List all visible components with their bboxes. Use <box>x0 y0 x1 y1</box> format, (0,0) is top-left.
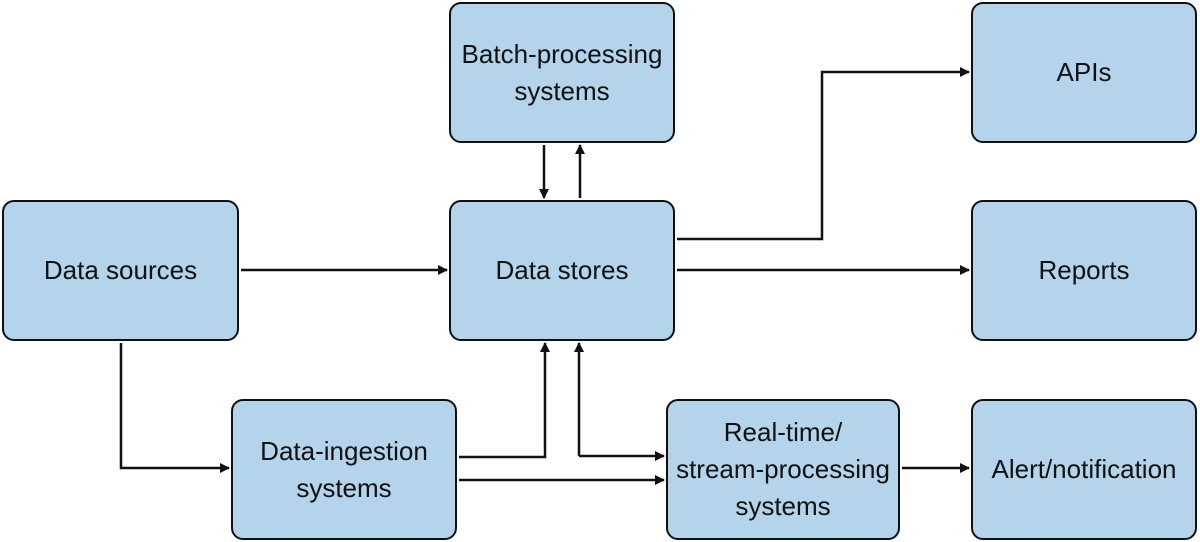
edge-stores-to-apis <box>677 67 970 241</box>
edge-sources-to-ingest <box>119 343 230 473</box>
node-data-stores: Data stores <box>449 200 675 341</box>
node-data-sources: Data sources <box>2 200 239 341</box>
node-alert-notification: Alert/notification <box>971 399 1197 540</box>
node-data-ingestion-systems: Data-ingestion systems <box>231 399 457 540</box>
node-reports: Reports <box>971 200 1197 341</box>
node-stream-processing-systems: Real-time/ stream-processing systems <box>666 399 900 540</box>
node-batch-processing-systems: Batch-processing systems <box>449 2 675 143</box>
edge-ingest-to-stores <box>459 342 550 459</box>
node-apis: APIs <box>971 2 1197 143</box>
